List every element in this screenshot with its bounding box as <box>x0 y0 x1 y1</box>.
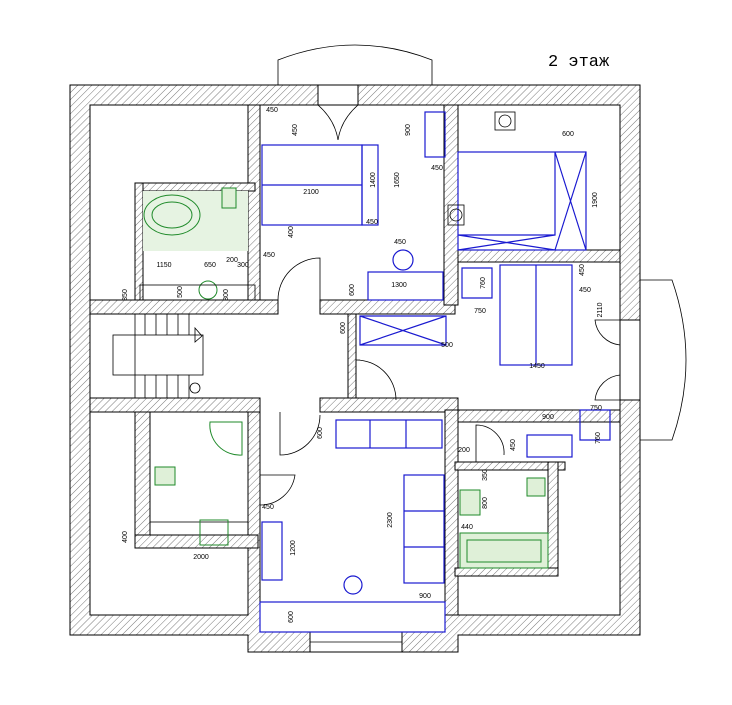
sink <box>459 489 481 516</box>
dimension-label: 600 <box>340 322 347 334</box>
dimension-label: 400 <box>122 531 129 543</box>
dimension-label: 300 <box>223 289 230 301</box>
dimension-label: 2100 <box>303 189 319 196</box>
dresser <box>424 111 446 158</box>
dimension-label: 1150 <box>156 262 171 269</box>
dimension-labels: 450 450 900 600 1400 1650 2100 1900 450 450 400 450… <box>122 107 604 623</box>
dimension-label: 300 <box>237 262 249 269</box>
dimension-label: 1400 <box>370 172 377 188</box>
dimension-label: 450 <box>263 252 275 259</box>
dimension-label: 440 <box>461 524 473 531</box>
furniture <box>259 111 611 633</box>
tv-unit <box>261 521 283 581</box>
dimension-label: 450 <box>579 264 586 276</box>
dimension-label: 1450 <box>529 363 545 370</box>
outer-walls <box>69 84 641 653</box>
dimension-label: 600 <box>562 131 574 138</box>
chair <box>343 575 363 595</box>
toilet <box>526 477 546 497</box>
dimension-label: 1900 <box>592 192 599 208</box>
dimension-label: 750 <box>590 405 602 412</box>
sink <box>198 280 218 300</box>
stool <box>392 249 414 271</box>
armchair <box>579 409 611 441</box>
dimension-label: 1200 <box>290 540 297 556</box>
toilet <box>221 187 237 209</box>
dimension-label: 600 <box>317 427 324 439</box>
dimension-label: 760 <box>480 277 487 289</box>
dimension-label: 450 <box>579 287 591 294</box>
dimension-label: 800 <box>482 497 489 509</box>
dimension-label: 450 <box>510 439 517 451</box>
dimension-label: 350 <box>122 289 129 301</box>
dimension-label: 500 <box>441 342 453 349</box>
dimension-label: 400 <box>288 226 295 238</box>
cabinets <box>335 419 443 449</box>
right-bay-window <box>640 279 687 441</box>
dimension-label: 350 <box>482 469 489 481</box>
dimension-label: 200 <box>458 447 470 454</box>
top-bay-window <box>277 44 433 85</box>
doors <box>259 104 621 506</box>
dimension-label: 600 <box>349 284 356 296</box>
dimension-label: 500 <box>177 286 184 298</box>
floor-title: 2 этаж <box>548 53 610 72</box>
dimension-label: 650 <box>204 262 216 269</box>
wardrobe-corridor <box>359 315 447 346</box>
dimension-label: 200 <box>226 257 238 264</box>
corner-bathtub <box>143 194 201 236</box>
shower <box>209 421 243 456</box>
dimension-label: 760 <box>595 432 602 444</box>
dimension-label: 450 <box>431 165 443 172</box>
sink <box>199 519 229 546</box>
window-bench <box>259 601 446 633</box>
dimension-label: 450 <box>292 124 299 136</box>
toilet <box>154 466 176 486</box>
dimension-label: 750 <box>474 308 486 315</box>
dimension-label: 2110 <box>597 302 604 317</box>
tv-stand <box>526 434 573 458</box>
dimension-label: 900 <box>405 124 412 136</box>
dimension-label: 450 <box>262 504 274 511</box>
dimension-label: 450 <box>266 107 278 114</box>
dimension-label: 1300 <box>391 282 407 289</box>
sofa <box>403 474 445 584</box>
armchair <box>461 267 493 299</box>
desk <box>367 271 444 301</box>
dimension-label: 900 <box>419 593 431 600</box>
dimension-label: 1650 <box>394 172 401 188</box>
dimension-label: 450 <box>366 219 378 226</box>
staircase <box>112 314 204 398</box>
dimension-label: 2000 <box>193 554 209 561</box>
dimension-label: 450 <box>394 239 406 246</box>
dimension-label: 2300 <box>387 512 394 528</box>
dimension-label: 900 <box>542 414 554 421</box>
dimension-label: 600 <box>288 611 295 623</box>
wardrobe-bed <box>457 151 587 251</box>
plumbing <box>139 187 549 569</box>
bathtub <box>459 532 549 569</box>
